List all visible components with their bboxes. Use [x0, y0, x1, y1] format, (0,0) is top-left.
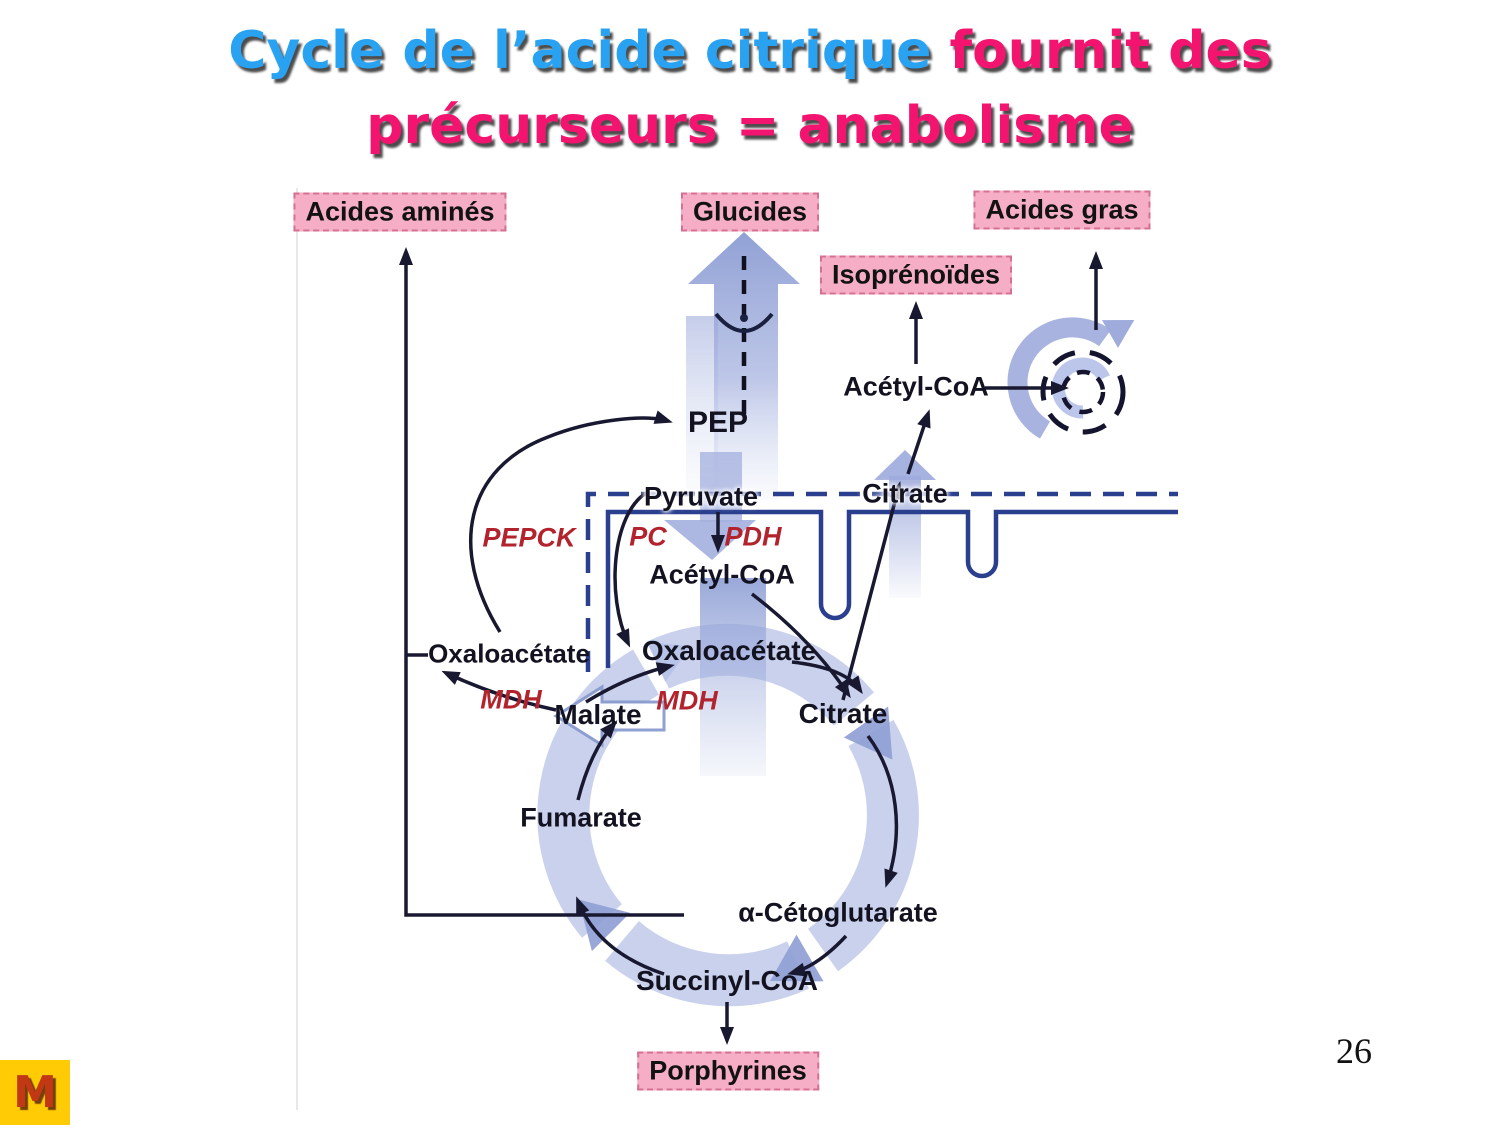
- label-enzyme-pc: PC: [629, 521, 667, 552]
- label-malate: Malate: [554, 699, 642, 730]
- arrow-akg-to-amino-acids: [399, 247, 684, 917]
- brand-logo: M: [0, 1060, 70, 1125]
- label-enzyme-pdh: PDH: [724, 521, 782, 552]
- label-pep: PEP: [687, 406, 749, 439]
- arrow-citrate-to-membrane: [841, 481, 903, 701]
- membrane-inner-solid: [605, 509, 1178, 668]
- label-alpha-cetoglutarate: α-Cétoglutarate: [738, 897, 938, 928]
- label-citrate-membrane: Citrate: [862, 478, 948, 509]
- label-citrate-cycle: Citrate: [798, 698, 888, 729]
- oxaloacetate-to-pep-band: [700, 578, 766, 776]
- fatty-acid-spiral: [1007, 317, 1135, 439]
- box-acides-amines: Acides aminés: [293, 192, 507, 232]
- label-oxaloacetate-cytosol: Oxaloacétate: [428, 638, 590, 669]
- membrane-outer-dashed: [585, 491, 1178, 672]
- label-succinyl-coa: Succinyl-CoA: [635, 965, 819, 996]
- page-number: 26: [1336, 1031, 1372, 1071]
- label-enzyme-mdh-cytosol: MDH: [480, 684, 542, 715]
- label-oxaloacetate-matrix: Oxaloacétate: [641, 635, 817, 666]
- label-pyruvate: Pyruvate: [643, 481, 759, 512]
- scan-page-edge: [296, 188, 298, 1110]
- brand-logo-letter: M: [13, 1067, 57, 1118]
- arrow-oaa-to-pep-pepck: [469, 410, 673, 633]
- page-title: Cycle de l’acide citrique fournit des pr…: [0, 14, 1500, 165]
- arrow-malate-to-oaa-cytosol: [441, 670, 557, 712]
- arrow-fumarate-to-malate: [576, 720, 618, 801]
- label-enzyme-pepck: PEPCK: [482, 522, 576, 553]
- arrow-akg-to-succinylcoa: [787, 934, 848, 977]
- tca-cycle-arrowheads: [578, 642, 893, 982]
- label-acetyl-coa-matrix: Acétyl-CoA: [649, 559, 795, 590]
- arrow-oaa-to-citrate: [791, 660, 863, 695]
- title-line-2: précurseurs = anabolisme: [366, 96, 1134, 157]
- box-porphyrines: Porphyrines: [637, 1051, 819, 1091]
- box-glucides: Glucides: [680, 192, 820, 232]
- label-fumarate: Fumarate: [520, 802, 642, 833]
- box-acides-gras: Acides gras: [973, 190, 1151, 230]
- mitochondrial-membrane: [585, 491, 1178, 672]
- reaction-arrows: [399, 247, 1103, 1045]
- arrow-citrate-to-acetylcoa-cytosol: [906, 409, 931, 475]
- arrow-malate-to-oaa-matrix: [585, 662, 675, 704]
- title-line1-blue: Cycle de l’acide citrique: [228, 21, 932, 81]
- arrow-pyruvate-to-oaa-pc: [613, 491, 648, 648]
- gluconeogenesis-dashed-line: [714, 254, 774, 414]
- label-enzyme-mdh-matrix: MDH: [656, 685, 718, 716]
- arrow-succinylcoa-to-fumarate: [576, 896, 665, 976]
- arrow-acetylcoa-to-citrate: [750, 592, 851, 699]
- label-acetyl-coa-cytosol: Acétyl-CoA: [843, 371, 989, 402]
- citrate-export-arrow: [874, 450, 936, 598]
- arrow-citrate-to-akg: [866, 734, 899, 888]
- box-isoprenoides: Isoprénoïdes: [819, 255, 1013, 295]
- title-line1-pink: fournit des: [931, 21, 1272, 81]
- title-line-1: Cycle de l’acide citrique fournit des: [0, 14, 1500, 89]
